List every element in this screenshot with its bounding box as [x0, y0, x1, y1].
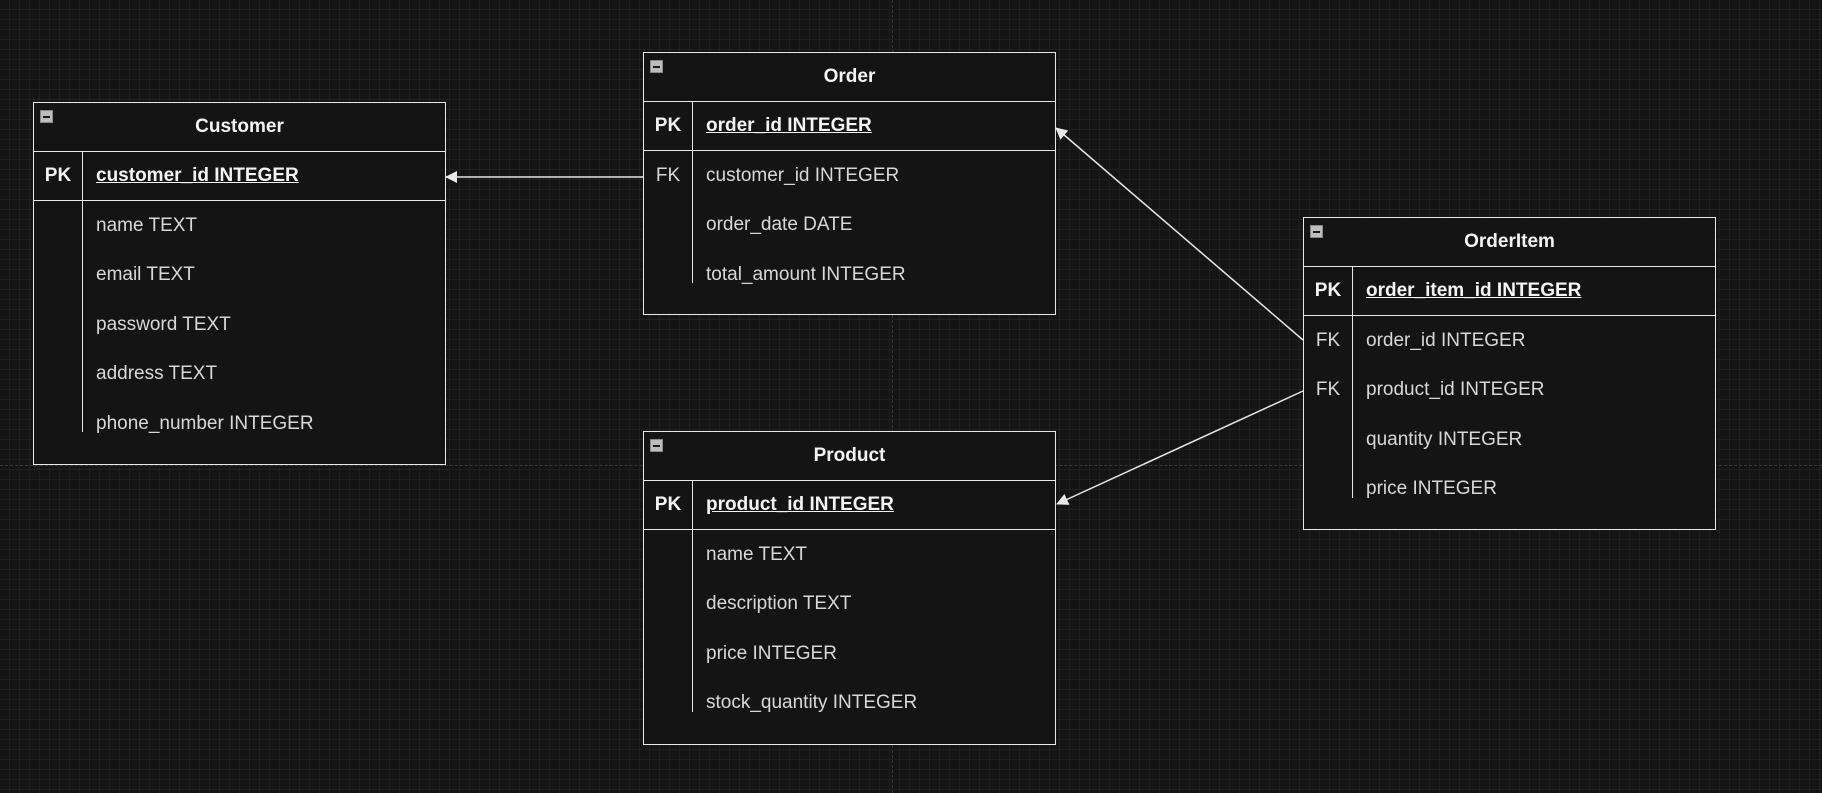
entity-header[interactable]: Order — [644, 53, 1055, 102]
field-name: email TEXT — [96, 264, 195, 286]
primary-key-row[interactable]: PK order_item_id INTEGER — [1304, 267, 1715, 316]
attribute-row[interactable]: FK order_id INTEGER — [1304, 316, 1715, 366]
entity-header[interactable]: OrderItem — [1304, 218, 1715, 267]
attribute-row[interactable]: phone_number INTEGER — [34, 399, 445, 449]
field-name: product_id INTEGER — [1366, 379, 1545, 401]
key-label — [34, 250, 83, 300]
collapse-icon[interactable] — [650, 439, 663, 452]
entity-customer[interactable]: Customer PK customer_id INTEGER name TEX… — [33, 102, 446, 465]
attribute-row[interactable]: email TEXT — [34, 250, 445, 300]
collapse-icon[interactable] — [650, 60, 663, 73]
field-name: order_date DATE — [706, 214, 853, 236]
field-name: order_id INTEGER — [706, 115, 872, 136]
field-name: product_id INTEGER — [706, 494, 894, 515]
field-name: customer_id INTEGER — [706, 164, 900, 186]
key-label — [34, 349, 83, 399]
entity-title: Order — [823, 66, 876, 87]
field-name: phone_number INTEGER — [96, 412, 314, 434]
entity-title: Customer — [195, 116, 284, 137]
key-label: PK — [34, 152, 83, 200]
attribute-row[interactable]: name TEXT — [34, 201, 445, 251]
attribute-row[interactable]: FK customer_id INTEGER — [644, 151, 1055, 201]
attribute-row[interactable]: FK product_id INTEGER — [1304, 365, 1715, 415]
field-name: stock_quantity INTEGER — [706, 692, 918, 714]
field-name: quantity INTEGER — [1366, 428, 1523, 450]
field-name: name TEXT — [96, 214, 198, 236]
key-label — [644, 530, 693, 580]
entity-product[interactable]: Product PK product_id INTEGER name TEXT … — [643, 431, 1056, 745]
key-label — [644, 200, 693, 250]
key-label: FK — [644, 151, 693, 201]
entity-title: OrderItem — [1464, 231, 1555, 252]
field-name: price INTEGER — [1366, 478, 1497, 500]
attribute-row[interactable]: stock_quantity INTEGER — [644, 678, 1055, 729]
attribute-row[interactable]: price INTEGER — [1304, 464, 1715, 515]
entity-header[interactable]: Product — [644, 432, 1055, 481]
entity-order[interactable]: Order PK order_id INTEGER FK customer_id… — [643, 52, 1056, 315]
entity-orderitem[interactable]: OrderItem PK order_item_id INTEGER FK or… — [1303, 217, 1716, 530]
key-label — [644, 629, 693, 679]
field-name: name TEXT — [706, 543, 808, 565]
attribute-row[interactable]: price INTEGER — [644, 629, 1055, 679]
key-label — [644, 250, 693, 283]
primary-key-row[interactable]: PK product_id INTEGER — [644, 481, 1055, 530]
key-label — [34, 300, 83, 350]
collapse-icon[interactable] — [40, 110, 53, 123]
entity-title: Product — [813, 445, 886, 466]
key-label: FK — [1304, 316, 1353, 366]
key-label: PK — [644, 102, 693, 150]
entity-header[interactable]: Customer — [34, 103, 445, 152]
key-label — [34, 399, 83, 432]
field-name: price INTEGER — [706, 642, 837, 664]
attribute-row[interactable]: order_date DATE — [644, 200, 1055, 250]
field-name: order_item_id INTEGER — [1366, 280, 1582, 301]
primary-key-row[interactable]: PK order_id INTEGER — [644, 102, 1055, 151]
field-name: customer_id INTEGER — [96, 165, 299, 186]
field-name: password TEXT — [96, 313, 231, 335]
field-name: description TEXT — [706, 593, 852, 615]
key-label: FK — [1304, 365, 1353, 415]
collapse-icon[interactable] — [1310, 225, 1323, 238]
key-label — [644, 678, 693, 712]
key-label — [1304, 415, 1353, 465]
key-label — [1304, 464, 1353, 498]
attribute-row[interactable]: name TEXT — [644, 530, 1055, 580]
attribute-row[interactable]: total_amount INTEGER — [644, 250, 1055, 300]
attribute-row[interactable]: quantity INTEGER — [1304, 415, 1715, 465]
primary-key-row[interactable]: PK customer_id INTEGER — [34, 152, 445, 201]
edge-orderitem-to-order[interactable] — [1055, 127, 1304, 341]
key-label — [34, 201, 83, 251]
edge-orderitem-to-product[interactable] — [1056, 390, 1304, 505]
key-label: PK — [644, 481, 693, 529]
field-name: address TEXT — [96, 363, 218, 385]
key-label — [644, 579, 693, 629]
attribute-row[interactable]: description TEXT — [644, 579, 1055, 629]
field-name: total_amount INTEGER — [706, 263, 906, 285]
attribute-row[interactable]: address TEXT — [34, 349, 445, 399]
vertical-guide-line — [892, 0, 893, 793]
field-name: order_id INTEGER — [1366, 329, 1526, 351]
attribute-row[interactable]: password TEXT — [34, 300, 445, 350]
key-label: PK — [1304, 267, 1353, 315]
